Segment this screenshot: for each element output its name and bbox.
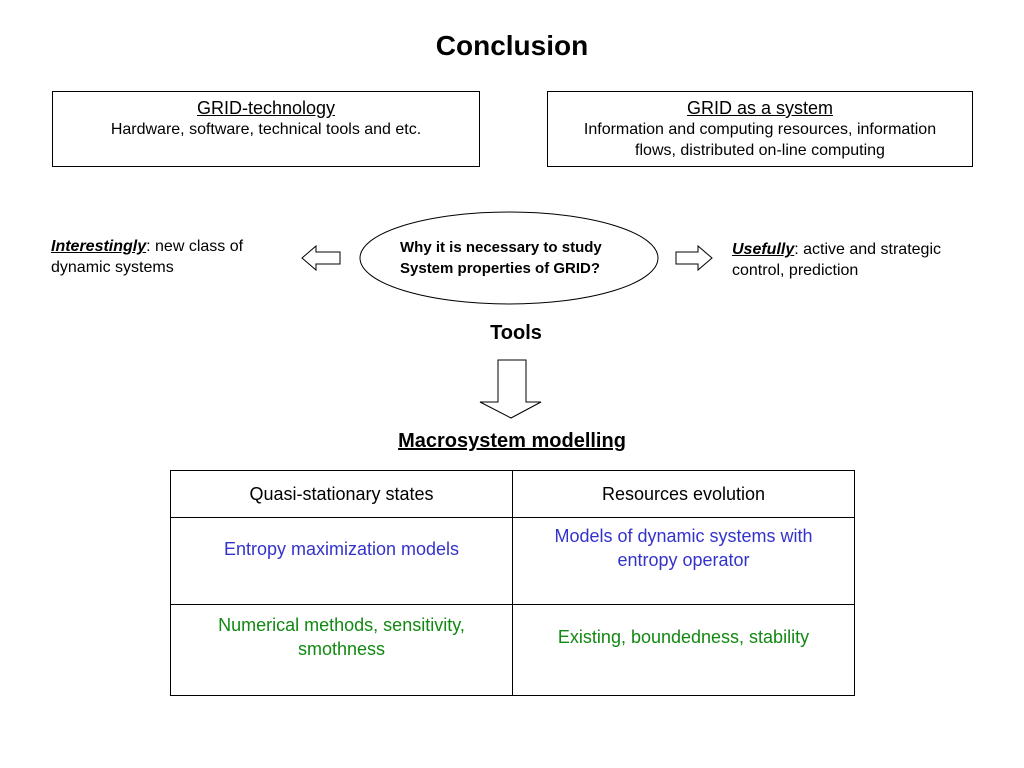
left-note-keyword: Interestingly [51, 238, 147, 255]
table-header-cell: Resources evolution [512, 470, 855, 518]
grid-technology-heading: GRID-technology [196, 98, 336, 118]
question-line1: Why it is necessary to study [400, 239, 602, 256]
table-cell: Existing, boundedness, stability [512, 604, 855, 696]
right-note-text: : active and strategic control, predicti… [732, 241, 941, 279]
down-arrow-icon [479, 359, 542, 419]
left-arrow-icon [301, 244, 341, 272]
grid-technology-text: Hardware, software, technical tools and … [110, 121, 422, 138]
table-header-row: Quasi-stationary states Resources evolut… [170, 470, 855, 518]
grid-system-heading: GRID as a system [686, 98, 834, 118]
table-cell: Models of dynamic systems with entropy o… [512, 517, 855, 605]
question-text: Why it is necessary to study System prop… [400, 237, 640, 279]
table-row: Numerical methods, sensitivity, smothnes… [170, 604, 855, 696]
table-cell: Numerical methods, sensitivity, smothnes… [170, 604, 513, 696]
right-note: Usefully: active and strategic control, … [732, 239, 972, 281]
left-note-text: : new class of dynamic systems [51, 238, 244, 276]
right-note-keyword: Usefully [732, 241, 795, 258]
macrosystem-title: Macrosystem modelling [398, 430, 626, 452]
question-line2: System properties of GRID? [400, 260, 601, 277]
table-header-cell: Quasi-stationary states [170, 470, 513, 518]
grid-system-box: GRID as a system Information and computi… [547, 91, 973, 167]
grid-system-text: Information and computing resources, inf… [583, 121, 937, 159]
table-row: Entropy maximization models Models of dy… [170, 517, 855, 605]
tools-label: Tools [490, 322, 542, 344]
right-arrow-icon [675, 244, 713, 272]
grid-technology-box: GRID-technology Hardware, software, tech… [52, 91, 480, 167]
question-ellipse [359, 211, 659, 305]
page-title: Conclusion [435, 30, 589, 61]
table-cell: Entropy maximization models [170, 517, 513, 605]
left-note: Interestingly: new class of dynamic syst… [51, 236, 281, 278]
modelling-table: Quasi-stationary states Resources evolut… [170, 470, 855, 696]
